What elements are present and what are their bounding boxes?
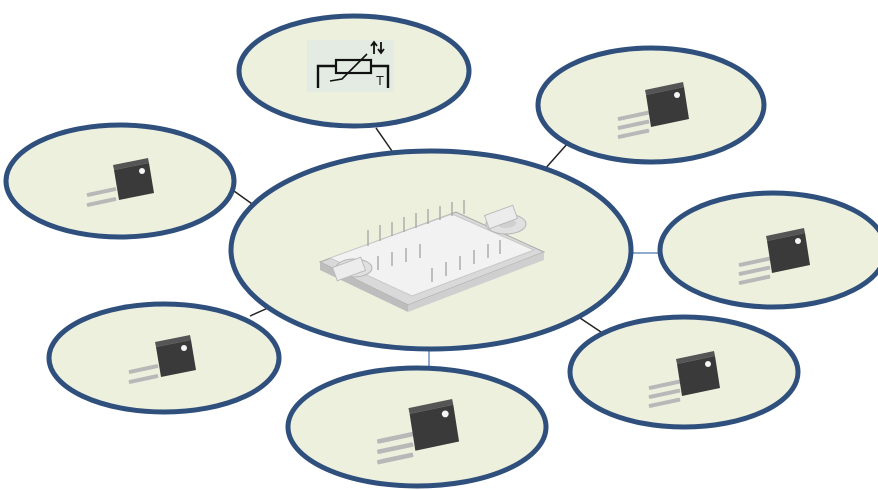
power-module-icon — [318, 200, 546, 312]
connector-top-right — [543, 142, 569, 171]
ntc-thermistor-icon: T — [307, 40, 394, 92]
satellite-node-right — [657, 190, 878, 310]
satellite-node-left — [3, 122, 237, 240]
connector-thermistor — [375, 127, 393, 152]
thermistor-node: T — [236, 13, 472, 129]
connectors — [233, 127, 659, 370]
connector-bottom-left — [249, 307, 269, 317]
satellite-node-bottom-right — [567, 314, 801, 430]
satellite-node-bottom — [285, 365, 549, 489]
thermistor-symbol-label: T — [376, 73, 384, 88]
satellite-node-bottom-left — [46, 301, 282, 415]
connector-bottom-right — [579, 317, 602, 333]
satellite-node-top-right — [535, 45, 767, 165]
center-node — [228, 148, 634, 352]
